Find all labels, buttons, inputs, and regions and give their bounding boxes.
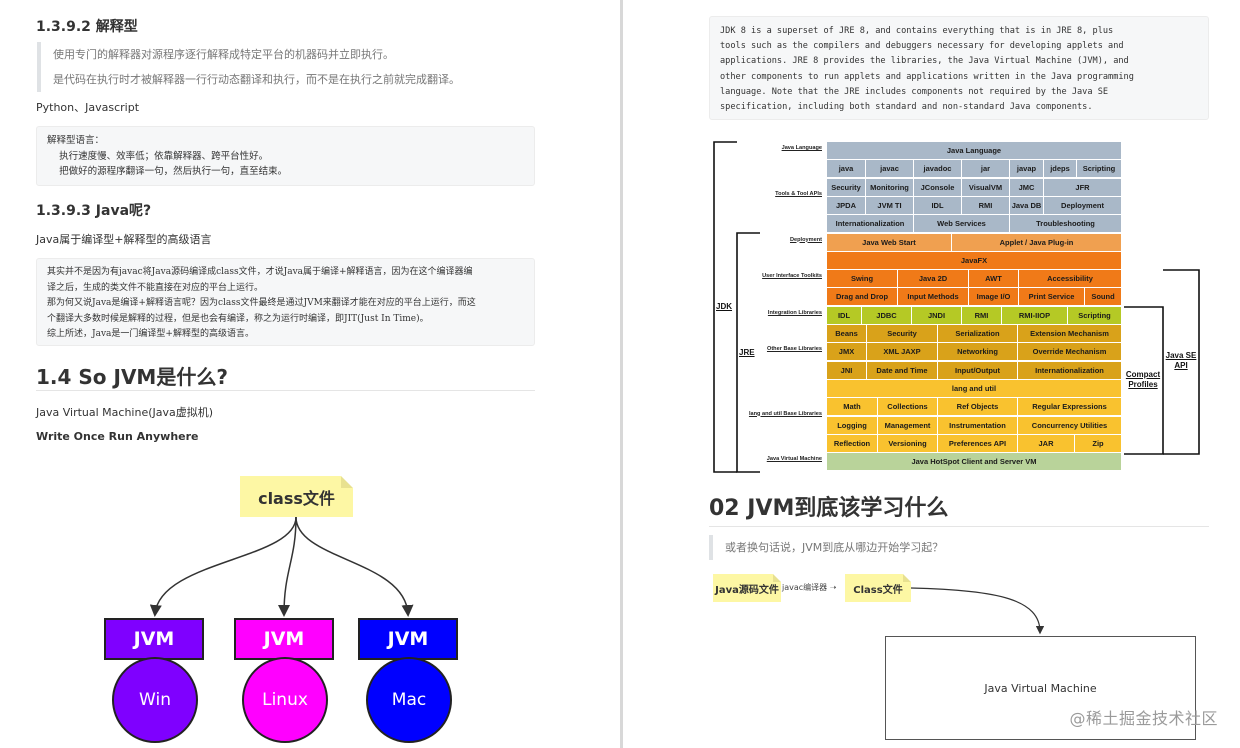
jvm-box-label: Java Virtual Machine: [984, 682, 1096, 695]
watermark: @稀土掘金技术社区: [1069, 705, 1218, 729]
class-to-vm-arrow: [911, 588, 1040, 632]
